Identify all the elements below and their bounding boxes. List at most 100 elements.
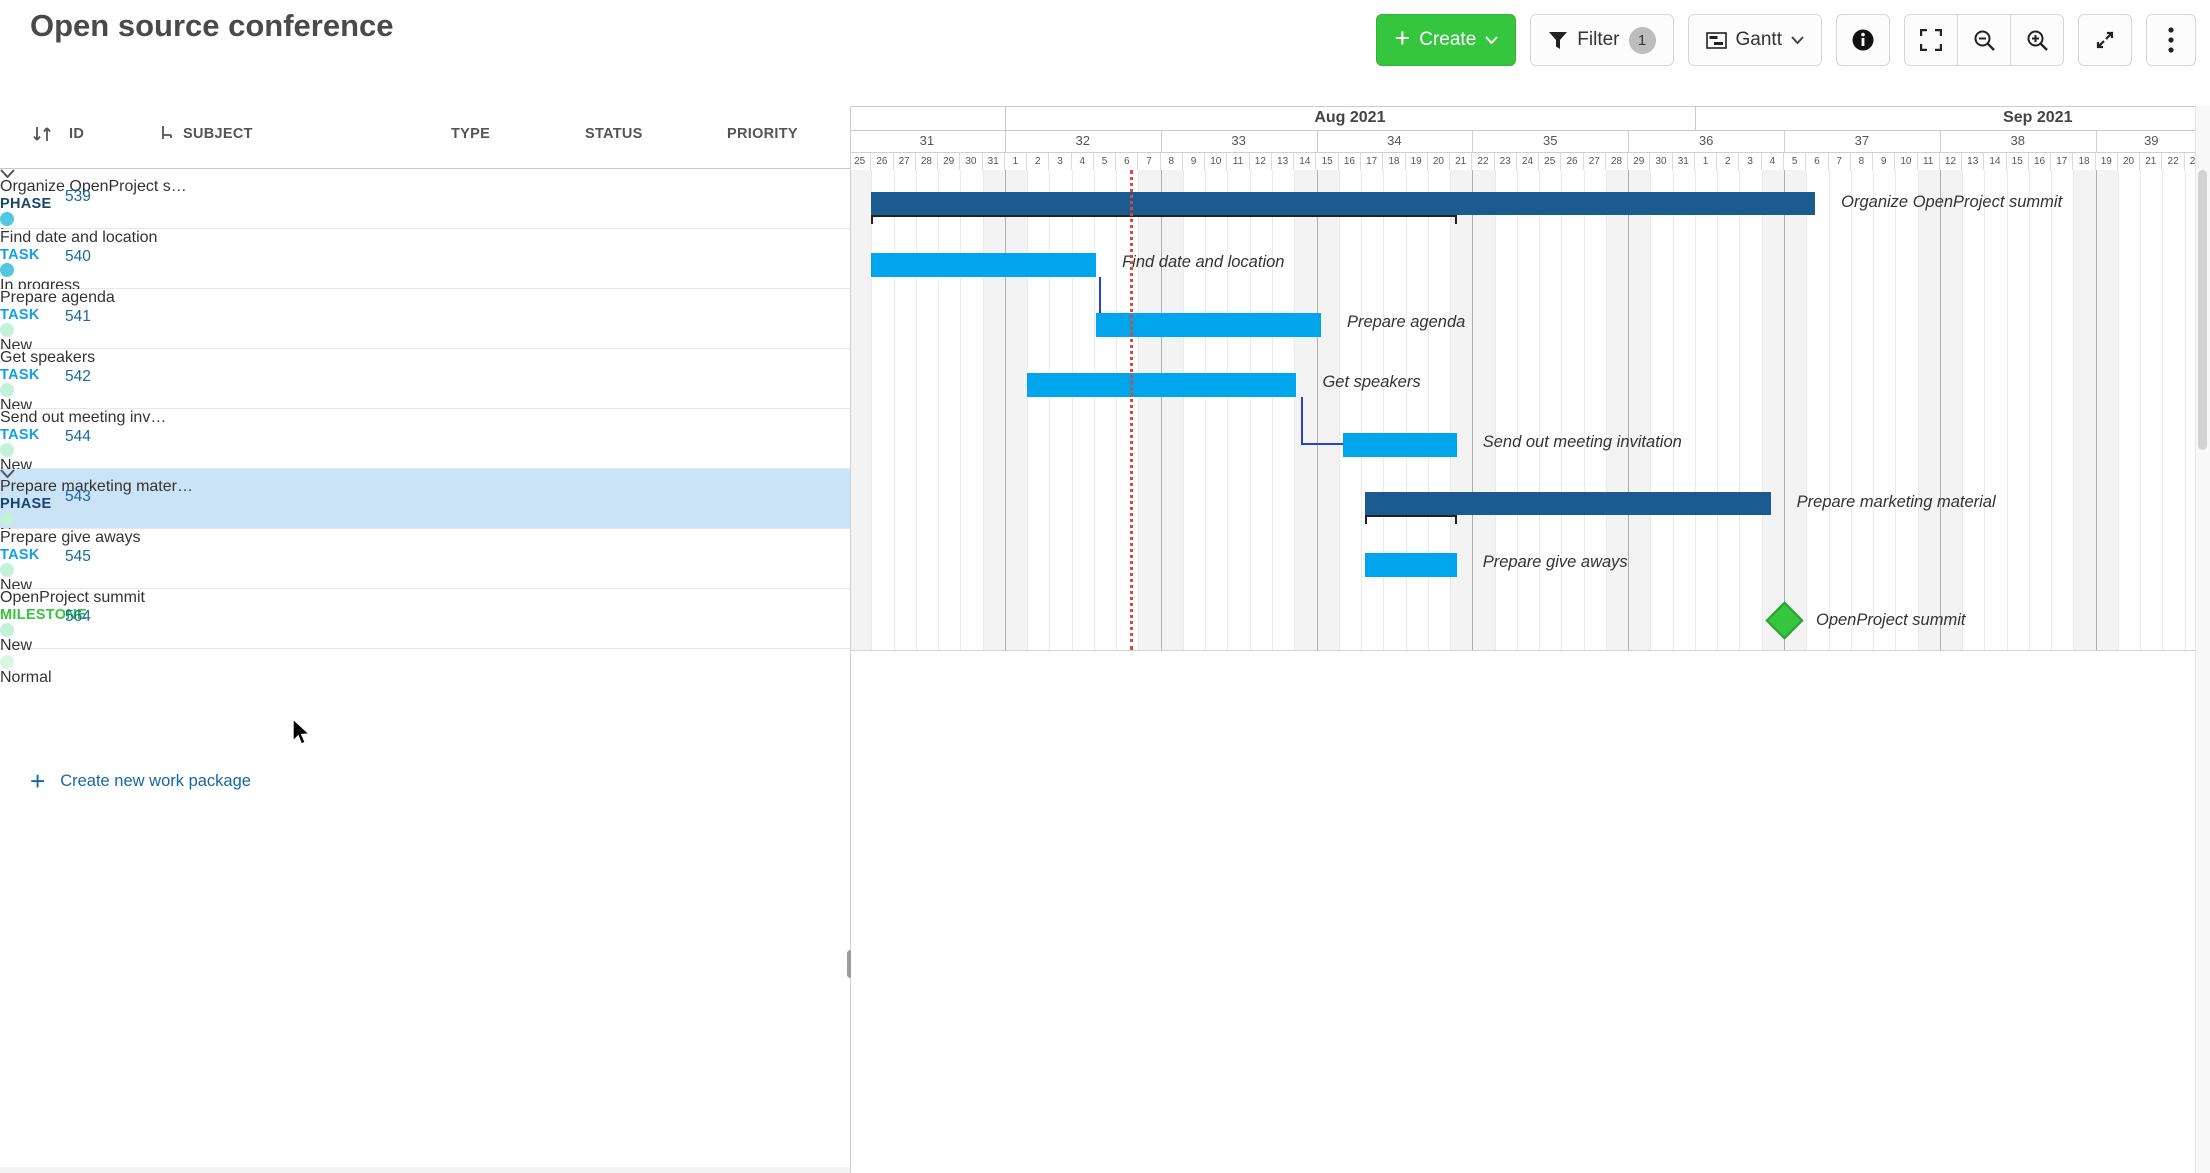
subject-cell[interactable]: Prepare marketing mater…: [0, 478, 193, 495]
task-bar[interactable]: [1096, 313, 1321, 337]
subject-cell[interactable]: Get speakers: [0, 349, 96, 366]
week-boundary-line: [1939, 131, 1941, 152]
subject-cell[interactable]: Prepare agenda: [0, 289, 115, 306]
pane-divider: [850, 106, 851, 1173]
gantt-button[interactable]: Gantt: [1687, 14, 1822, 66]
gantt-day-cell: 17: [2051, 153, 2074, 170]
column-header-type[interactable]: TYPE: [451, 126, 491, 142]
day-gridline: [2006, 170, 2008, 650]
day-gridline: [960, 170, 962, 650]
day-gridline: [1494, 170, 1496, 650]
day-gridline: [1917, 170, 1919, 650]
type-cell[interactable]: TASK: [0, 547, 40, 563]
day-gridline: [1405, 170, 1407, 650]
type-cell[interactable]: PHASE: [0, 496, 52, 512]
zoom-out-button[interactable]: [1957, 14, 2011, 66]
gantt-week-label: 36: [1698, 133, 1714, 148]
subject-cell[interactable]: Find date and location: [0, 229, 158, 246]
gantt-day-cell: 14: [1294, 153, 1317, 170]
month-boundary-line: [1004, 107, 1006, 130]
task-bar[interactable]: [1343, 433, 1457, 457]
gantt-day-cell: 18: [1383, 153, 1406, 170]
subject-cell[interactable]: Organize OpenProject s…: [0, 178, 187, 195]
create-work-package-link[interactable]: + Create new work package: [30, 757, 251, 805]
work-package-id-link[interactable]: 542: [65, 368, 91, 385]
day-gridline: [1093, 170, 1095, 650]
filter-icon: [1549, 31, 1568, 49]
work-package-id-link[interactable]: 545: [65, 548, 91, 565]
week-boundary-line: [1472, 131, 1474, 152]
gantt-day-cell: 14: [1984, 153, 2007, 170]
create-work-package-label: Create new work package: [60, 771, 251, 790]
horizontal-scrollbar[interactable]: [0, 1167, 850, 1173]
work-package-id-link[interactable]: 564: [65, 608, 91, 625]
fullscreen-icon: [2096, 31, 2114, 49]
work-package-id-link[interactable]: 540: [65, 248, 91, 265]
task-bar[interactable]: [1365, 553, 1457, 577]
task-bar[interactable]: [1027, 373, 1297, 397]
filter-button[interactable]: Filter 1: [1530, 14, 1674, 66]
work-package-id-link[interactable]: 544: [65, 428, 91, 445]
gantt-button-label: Gantt: [1735, 29, 1782, 50]
task-bar[interactable]: [871, 253, 1097, 277]
gantt-day-cell: 8: [1851, 153, 1874, 170]
type-cell[interactable]: TASK: [0, 427, 40, 443]
column-header-status[interactable]: STATUS: [585, 126, 643, 142]
gantt-day-cell: 22: [1472, 153, 1495, 170]
column-header-priority[interactable]: PRIORITY: [727, 126, 798, 142]
type-cell[interactable]: TASK: [0, 367, 40, 383]
work-package-id-link[interactable]: 543: [65, 488, 91, 505]
day-gridline: [2051, 170, 2053, 650]
gantt-day-cell: 6: [1116, 153, 1139, 170]
work-package-id-link[interactable]: 541: [65, 308, 91, 325]
sort-icon[interactable]: [32, 125, 54, 143]
weekend-band: [851, 170, 872, 650]
phase-bar[interactable]: [871, 192, 1816, 215]
gantt-day-cell: 11: [1918, 153, 1940, 170]
subject-cell[interactable]: OpenProject summit: [0, 589, 145, 606]
work-package-id-link[interactable]: 539: [65, 188, 91, 205]
pane-divider-handle[interactable]: [847, 950, 854, 978]
status-cell[interactable]: New: [0, 637, 33, 654]
scrollbar-thumb[interactable]: [2198, 170, 2207, 450]
collapse-chevron-icon[interactable]: [0, 169, 850, 178]
info-button[interactable]: [1836, 14, 1890, 66]
zoom-in-button[interactable]: [2010, 14, 2064, 66]
create-button[interactable]: + Create: [1376, 14, 1517, 66]
gantt-day-cell: 26: [1561, 153, 1584, 170]
type-cell[interactable]: MILESTONE: [0, 607, 88, 623]
type-cell[interactable]: TASK: [0, 247, 40, 263]
phase-bar[interactable]: [1365, 492, 1771, 515]
priority-cell[interactable]: Normal: [0, 669, 52, 686]
gantt-day-cell: 16: [2029, 153, 2052, 170]
gantt-day-cell: 20: [2118, 153, 2141, 170]
subject-cell[interactable]: Prepare give aways: [0, 529, 141, 546]
weekend-band: [1450, 170, 1495, 650]
zoom-to-fit-button[interactable]: [1904, 14, 1958, 66]
hierarchy-icon[interactable]: [160, 126, 174, 142]
vertical-scrollbar[interactable]: [2195, 106, 2210, 1173]
more-button[interactable]: [2146, 14, 2196, 66]
collapse-chevron-icon[interactable]: [0, 469, 850, 478]
type-cell[interactable]: PHASE: [0, 196, 52, 212]
gantt-month-label: Aug 2021: [1314, 109, 1386, 126]
type-cell[interactable]: TASK: [0, 307, 40, 323]
column-header-id[interactable]: ID: [69, 126, 85, 142]
column-header-subject[interactable]: SUBJECT: [183, 126, 253, 142]
fullscreen-button[interactable]: [2078, 14, 2132, 66]
gantt-bar-label: Prepare agenda: [1346, 313, 1466, 331]
subject-cell[interactable]: Send out meeting inv…: [0, 409, 167, 426]
phase-duration-bracket: [871, 215, 1457, 224]
day-gridline: [1761, 170, 1763, 650]
plus-icon: +: [1394, 23, 1411, 53]
more-kebab-icon: [2168, 27, 2174, 53]
gantt-bar-label: Find date and location: [1122, 253, 1285, 271]
